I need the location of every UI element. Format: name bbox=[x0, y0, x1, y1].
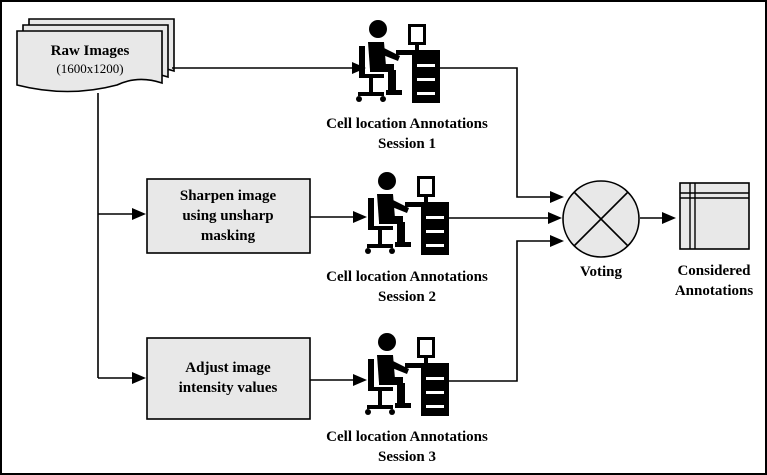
arrowhead bbox=[132, 208, 146, 220]
table-icon bbox=[679, 182, 750, 250]
arrowhead bbox=[550, 191, 564, 203]
process-sharpen: Sharpen image using unsharp masking bbox=[146, 178, 311, 254]
output-line: Annotations bbox=[675, 283, 754, 299]
document-stack-front bbox=[16, 30, 163, 93]
annotator-session-2: Cell location Annotations Session 2 bbox=[326, 172, 488, 305]
annotator-session-3: Cell location Annotations Session 3 bbox=[326, 333, 488, 465]
raw-images-resolution: (1600x1200) bbox=[56, 61, 123, 76]
annotator-session-1: Cell location Annotations Session 1 bbox=[326, 20, 488, 152]
session-number: Session 1 bbox=[378, 136, 436, 152]
edge-session3-to-voting bbox=[446, 240, 550, 382]
process-line: masking bbox=[201, 228, 256, 244]
person-at-computer-icon bbox=[356, 20, 440, 103]
arrowhead bbox=[548, 212, 562, 224]
process-adjust: Adjust image intensity values bbox=[146, 337, 311, 420]
process-line: Adjust image bbox=[185, 360, 271, 376]
raw-images-label: Raw Images bbox=[51, 43, 130, 59]
output-line: Considered bbox=[677, 263, 751, 279]
voting-label: Voting bbox=[580, 264, 622, 280]
person-at-computer-icon bbox=[365, 172, 449, 255]
arrowhead bbox=[353, 374, 367, 386]
edge-session1-to-voting bbox=[430, 67, 550, 198]
voting-node: Voting bbox=[562, 180, 640, 280]
process-line: intensity values bbox=[179, 380, 278, 396]
arrowhead bbox=[662, 212, 676, 224]
arrowhead bbox=[353, 211, 367, 223]
arrowhead bbox=[550, 235, 564, 247]
session-title: Cell location Annotations bbox=[326, 269, 488, 285]
person-at-computer-icon bbox=[365, 333, 449, 416]
process-box bbox=[146, 178, 311, 254]
session-number: Session 3 bbox=[378, 449, 436, 465]
connectors bbox=[97, 62, 676, 386]
session-number: Session 2 bbox=[378, 289, 436, 305]
output-node: Considered Annotations bbox=[675, 182, 754, 299]
raw-images-node: Raw Images (1600x1200) bbox=[16, 18, 175, 93]
process-line: Sharpen image bbox=[180, 188, 277, 204]
arrowhead bbox=[132, 372, 146, 384]
process-line: using unsharp bbox=[182, 208, 273, 224]
process-box bbox=[146, 337, 311, 420]
session-title: Cell location Annotations bbox=[326, 429, 488, 445]
session-title: Cell location Annotations bbox=[326, 116, 488, 132]
circled-cross-icon bbox=[562, 180, 640, 258]
